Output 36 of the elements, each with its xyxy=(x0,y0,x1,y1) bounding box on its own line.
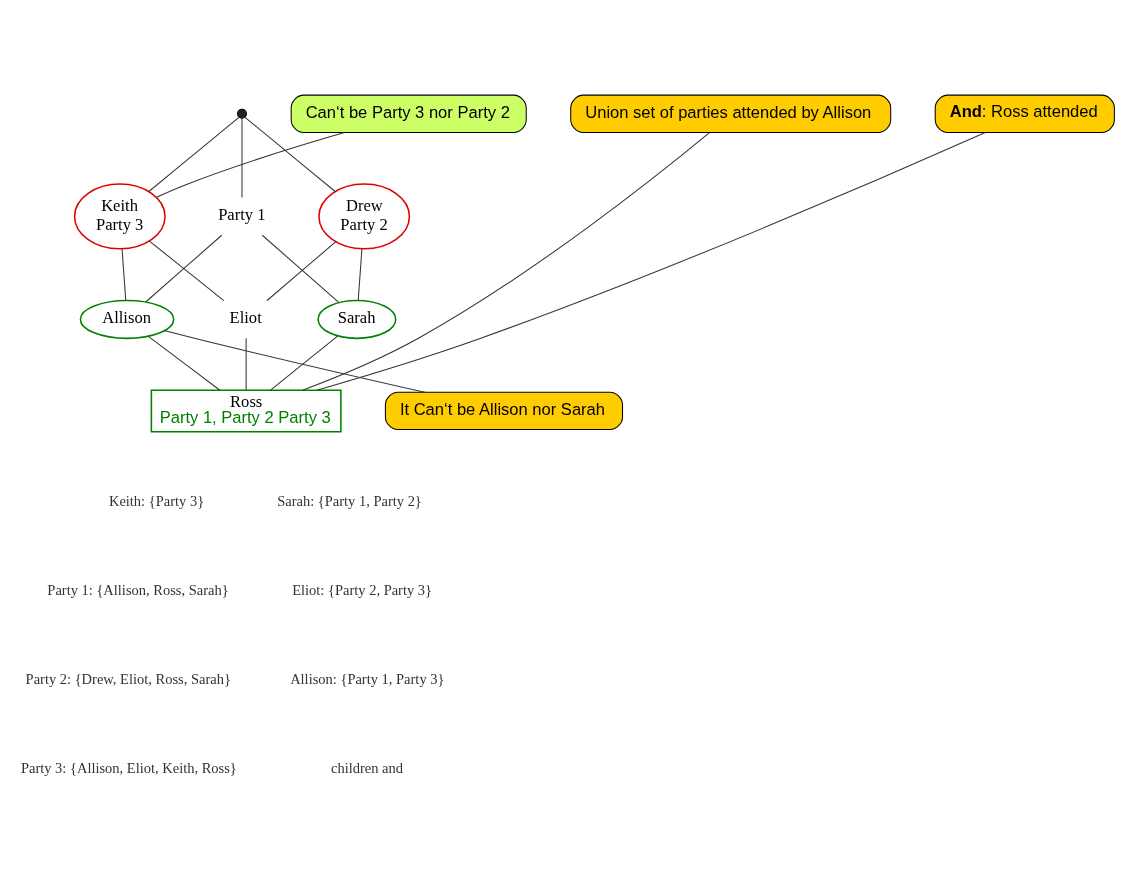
node-ellipse: Sarah xyxy=(317,299,397,339)
label: Eliot: {Party 2, Party 3} xyxy=(292,581,433,598)
connector xyxy=(121,247,127,301)
node-text: Party 1 xyxy=(218,204,266,224)
label: Keith: {Party 3} xyxy=(108,492,205,509)
node-box: Can‘t be Party 3 nor Party 2 xyxy=(290,94,527,133)
node-ellipse: Allison xyxy=(79,299,175,339)
connector xyxy=(148,240,225,301)
node-box: It Can‘t be Allison nor Sarah xyxy=(384,391,624,430)
connector xyxy=(245,337,247,391)
label: Party 1: {Allison, Ross, Sarah} xyxy=(47,581,229,598)
label: children and xyxy=(331,759,404,776)
connector xyxy=(261,234,340,303)
connector xyxy=(266,240,337,301)
label: Sarah: {Party 1, Party 2} xyxy=(277,492,422,509)
node-ellipse: Drew Party 2 xyxy=(318,182,411,249)
node-ellipse: Keith Party 3 xyxy=(73,182,166,249)
label: Allison: {Party 1, Party 3} xyxy=(290,670,445,687)
connector xyxy=(270,335,339,391)
connector xyxy=(241,117,243,198)
node-box: Union set of parties attended by Allison xyxy=(570,94,892,133)
node-box: And: Ross attended xyxy=(934,94,1115,133)
connector xyxy=(357,247,363,301)
node-text: Eliot xyxy=(229,307,262,327)
connector xyxy=(316,131,986,391)
node-box: Ross Party 1, Party 2 Party 3 xyxy=(150,388,342,432)
connector xyxy=(164,329,426,393)
label: Party 3: {Allison, Eliot, Keith, Ross} xyxy=(20,759,237,776)
connector xyxy=(244,116,336,192)
node-circle xyxy=(237,108,247,119)
connector xyxy=(147,335,221,390)
connector xyxy=(302,131,710,391)
connector xyxy=(148,116,240,192)
label: Party 2: {Drew, Eliot, Ross, Sarah} xyxy=(25,670,231,687)
connector xyxy=(145,234,223,302)
connector xyxy=(155,131,345,198)
